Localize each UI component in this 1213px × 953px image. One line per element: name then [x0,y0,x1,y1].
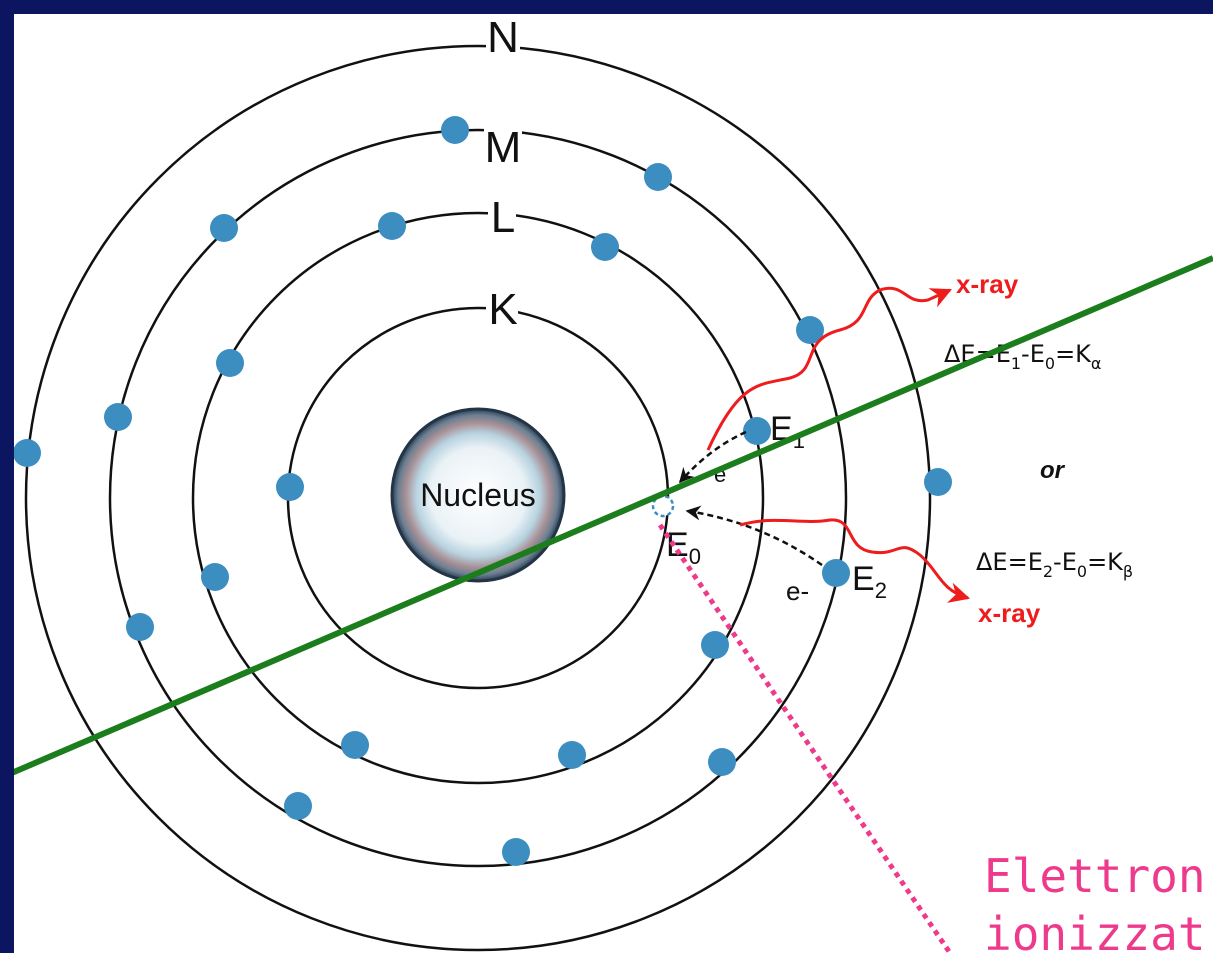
electron [796,316,824,344]
xray-label-alpha: x-ray [956,269,1019,299]
electron [708,748,736,776]
equation-k-beta: ΔE=E2-E0=Kβ [976,548,1133,581]
electron [126,613,154,641]
electron [216,349,244,377]
transition-arrow-e1 [679,430,747,484]
electron [104,403,132,431]
electron [378,212,406,240]
shell-m [108,128,848,868]
electron [591,233,619,261]
shell-n [24,44,932,952]
xray-label-beta: x-ray [978,598,1041,628]
shell-l [191,211,765,785]
diagram-panel: N M L K Nucleus E1 E0 E2 e e- [14,14,1213,953]
or-label: or [1040,457,1066,484]
electron [14,439,41,467]
electron [210,214,238,242]
nucleus-label: Nucleus [420,477,536,513]
equation-k-alpha: ΔE=E1-E0=Kα [944,340,1101,373]
vacancy [651,494,675,518]
electron [558,741,586,769]
xray-arrow-beta [739,518,971,603]
shell-label-k: K [488,285,517,334]
electron [924,468,952,496]
dotted-pointer [657,523,953,953]
electron [284,792,312,820]
atom-diagram: N M L K Nucleus E1 E0 E2 e e- [14,14,1213,953]
electron [644,163,672,191]
electron [276,473,304,501]
transition-arrow-e2 [685,505,823,567]
caption-line-2: ionizzat [984,907,1206,953]
electron [441,116,469,144]
electron-label-lower: e- [786,576,809,606]
electron [502,838,530,866]
electron-e2 [822,559,850,587]
electron [201,563,229,591]
nucleus [390,407,566,583]
caption-line-1: Elettron [984,849,1206,903]
xray-arrow-alpha [706,286,952,451]
level-e2-label: E2 [852,560,887,603]
green-line [14,255,1213,776]
shell-label-m: M [485,123,522,172]
electron [341,731,369,759]
electrons [14,116,952,866]
shell-label-n: N [487,14,519,62]
shell-label-l: L [491,193,515,242]
electron [701,631,729,659]
electron-e1 [743,417,771,445]
